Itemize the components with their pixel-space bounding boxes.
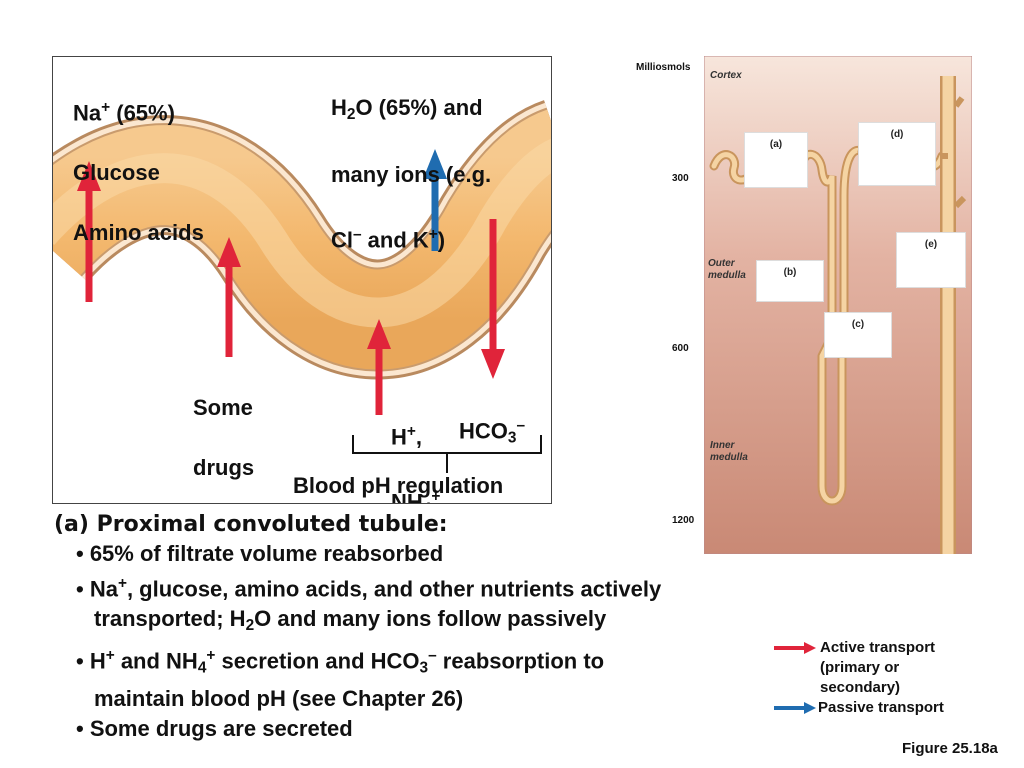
bullet-ph: • H+ and NH4+ secretion and HCO3– reabso…	[76, 647, 605, 677]
tick-1200: 1200	[672, 515, 695, 526]
arrow-some-drugs-active	[217, 237, 241, 357]
tick-600: 600	[672, 343, 689, 354]
caption-title: (a) Proximal convoluted tubule:	[54, 512, 448, 537]
milliosmols-label: Milliosmols	[636, 62, 691, 73]
figure-number: Figure 25.18a	[902, 740, 998, 757]
region-cortex: Cortex	[710, 70, 742, 81]
bullet-drugs: • Some drugs are secreted	[76, 715, 353, 741]
arrow-na-glucose-active	[77, 161, 101, 302]
arrow-hco3-active	[481, 219, 505, 379]
box-b: (b)	[756, 260, 824, 302]
label-h-nh4: H+, NH4+	[391, 423, 441, 504]
bullet-filtrate: • 65% of filtrate volume reabsorbed	[76, 541, 444, 566]
bullet-nutrients: • Na+, glucose, amino acids, and other n…	[76, 575, 662, 602]
box-d: (d)	[858, 122, 936, 186]
tubule-illustration	[53, 100, 551, 473]
label-hco3: HCO3–	[459, 417, 526, 447]
legend-passive-arrow	[774, 702, 816, 714]
box-c: (c)	[824, 312, 892, 358]
tick-300: 300	[672, 173, 689, 184]
label-blood-ph-regulation: Blood pH regulation	[293, 473, 504, 498]
blood-ph-bracket	[352, 435, 542, 473]
caption-bullets: • 65% of filtrate volume reabsorbed • Na…	[54, 539, 774, 744]
arrow-h-nh4-active	[367, 319, 391, 415]
box-a: (a)	[744, 132, 808, 188]
legend-passive-text: Passive transport	[818, 699, 944, 716]
label-some-drugs: Some drugs	[193, 395, 255, 480]
bullet-nutrients-cont: transported; H2O and many ions follow pa…	[94, 606, 607, 635]
caption-block: (a) Proximal convoluted tubule: • 65% of…	[54, 512, 774, 744]
legend-active-text: Active transport (primary or secondary)	[820, 639, 936, 696]
arrow-h2o-passive	[423, 149, 447, 251]
box-e: (e)	[896, 232, 966, 288]
label-h2o-ions: H2O (65%) and many ions (e.g. Cl– and K+…	[331, 95, 492, 253]
bullet-ph-cont: maintain blood pH (see Chapter 26)	[94, 685, 464, 711]
tubule-illustration-panel: Na+ (65%) Glucose Amino acids H2O (65%) …	[52, 56, 552, 504]
tubule-sheen	[53, 138, 551, 328]
legend-active-arrow	[774, 642, 816, 654]
label-na-glucose-amino: Na+ (65%) Glucose Amino acids	[73, 99, 204, 246]
